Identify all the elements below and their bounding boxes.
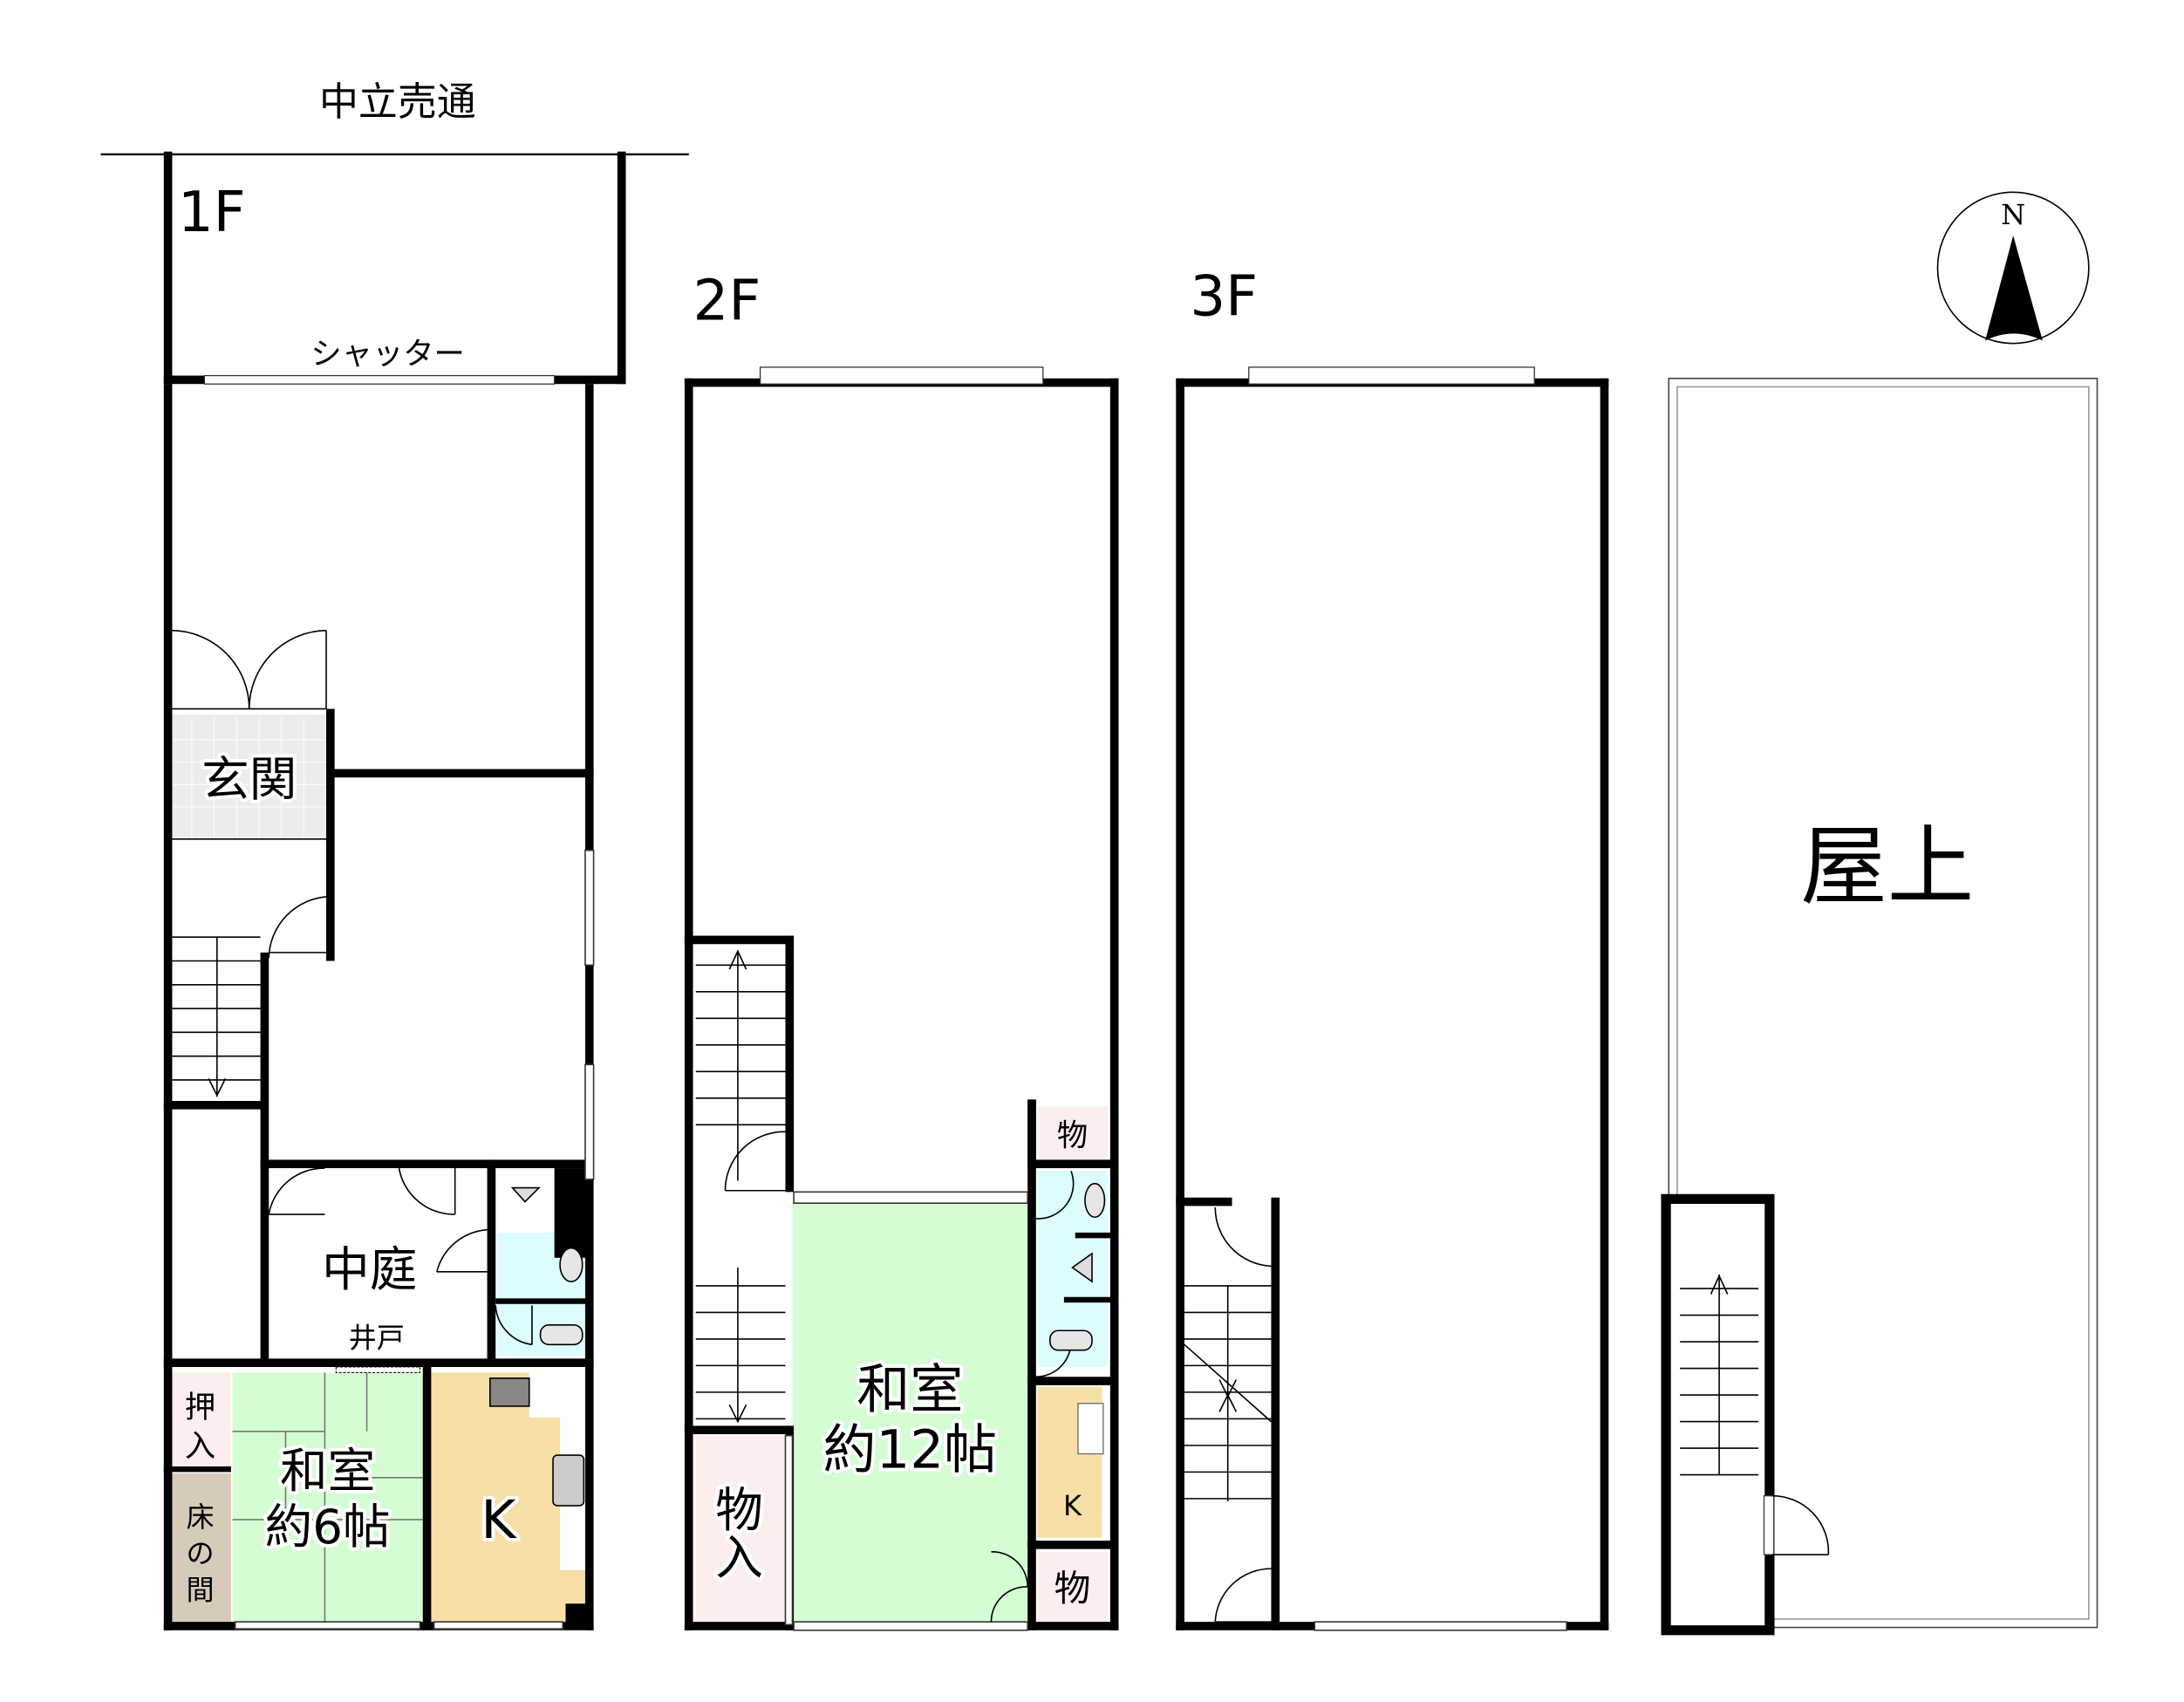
tokonoma-label-3: 間 [186,1573,214,1606]
stairs-2f [695,949,786,1424]
genkan-area [172,714,330,838]
stairs-1f [172,936,261,1097]
tokonoma-label-1: 床 [186,1500,214,1534]
floor-1f: 1F シャッター [163,151,626,1630]
floor-2f-label: 2F [693,268,761,333]
monoire-label-1: 物 [715,1482,763,1538]
compass-label: N [2001,198,2025,231]
oshiire-label-2: 入 [185,1429,215,1465]
monoire-label-2: 入 [715,1530,763,1586]
shutter-label: シャッター [311,337,465,373]
washitsu-12-label-1: 和室 [857,1359,963,1421]
floor-3f: 3F [1176,264,1609,1631]
washitsu-6-label-2: 約6帖 [265,1499,391,1555]
stairs-3f [1184,1285,1272,1502]
floor-2f: 2F [684,268,1119,1631]
floor-1f-label: 1F [178,180,246,245]
street: 中立売通 [100,79,689,156]
washitsu-6-label-1: 和室 [280,1443,375,1499]
washitsu-12-label-2: 約12帖 [823,1419,998,1481]
oshiire-label-1: 押 [185,1390,215,1425]
floor-3f-label: 3F [1190,264,1258,330]
roof-label: 屋上 [1800,817,1974,918]
tokonoma-label-2: の [186,1537,214,1570]
nakaniwa-label: 中庭 [322,1241,417,1297]
stairs-roof [1680,1274,1759,1476]
kitchen-2f-label: K [1063,1489,1082,1522]
storage-2f-top-label: 物 [1057,1118,1088,1153]
storage-2f-bottom-label: 物 [1054,1567,1091,1610]
kitchen-1f-label: K [481,1489,517,1551]
ido-label: 井戸 [349,1322,405,1355]
genkan-label: 玄関 [201,751,297,807]
floor-roof: 屋上 [1661,377,2099,1636]
street-label: 中立売通 [319,79,476,125]
compass-north-icon: N [1936,191,2090,345]
